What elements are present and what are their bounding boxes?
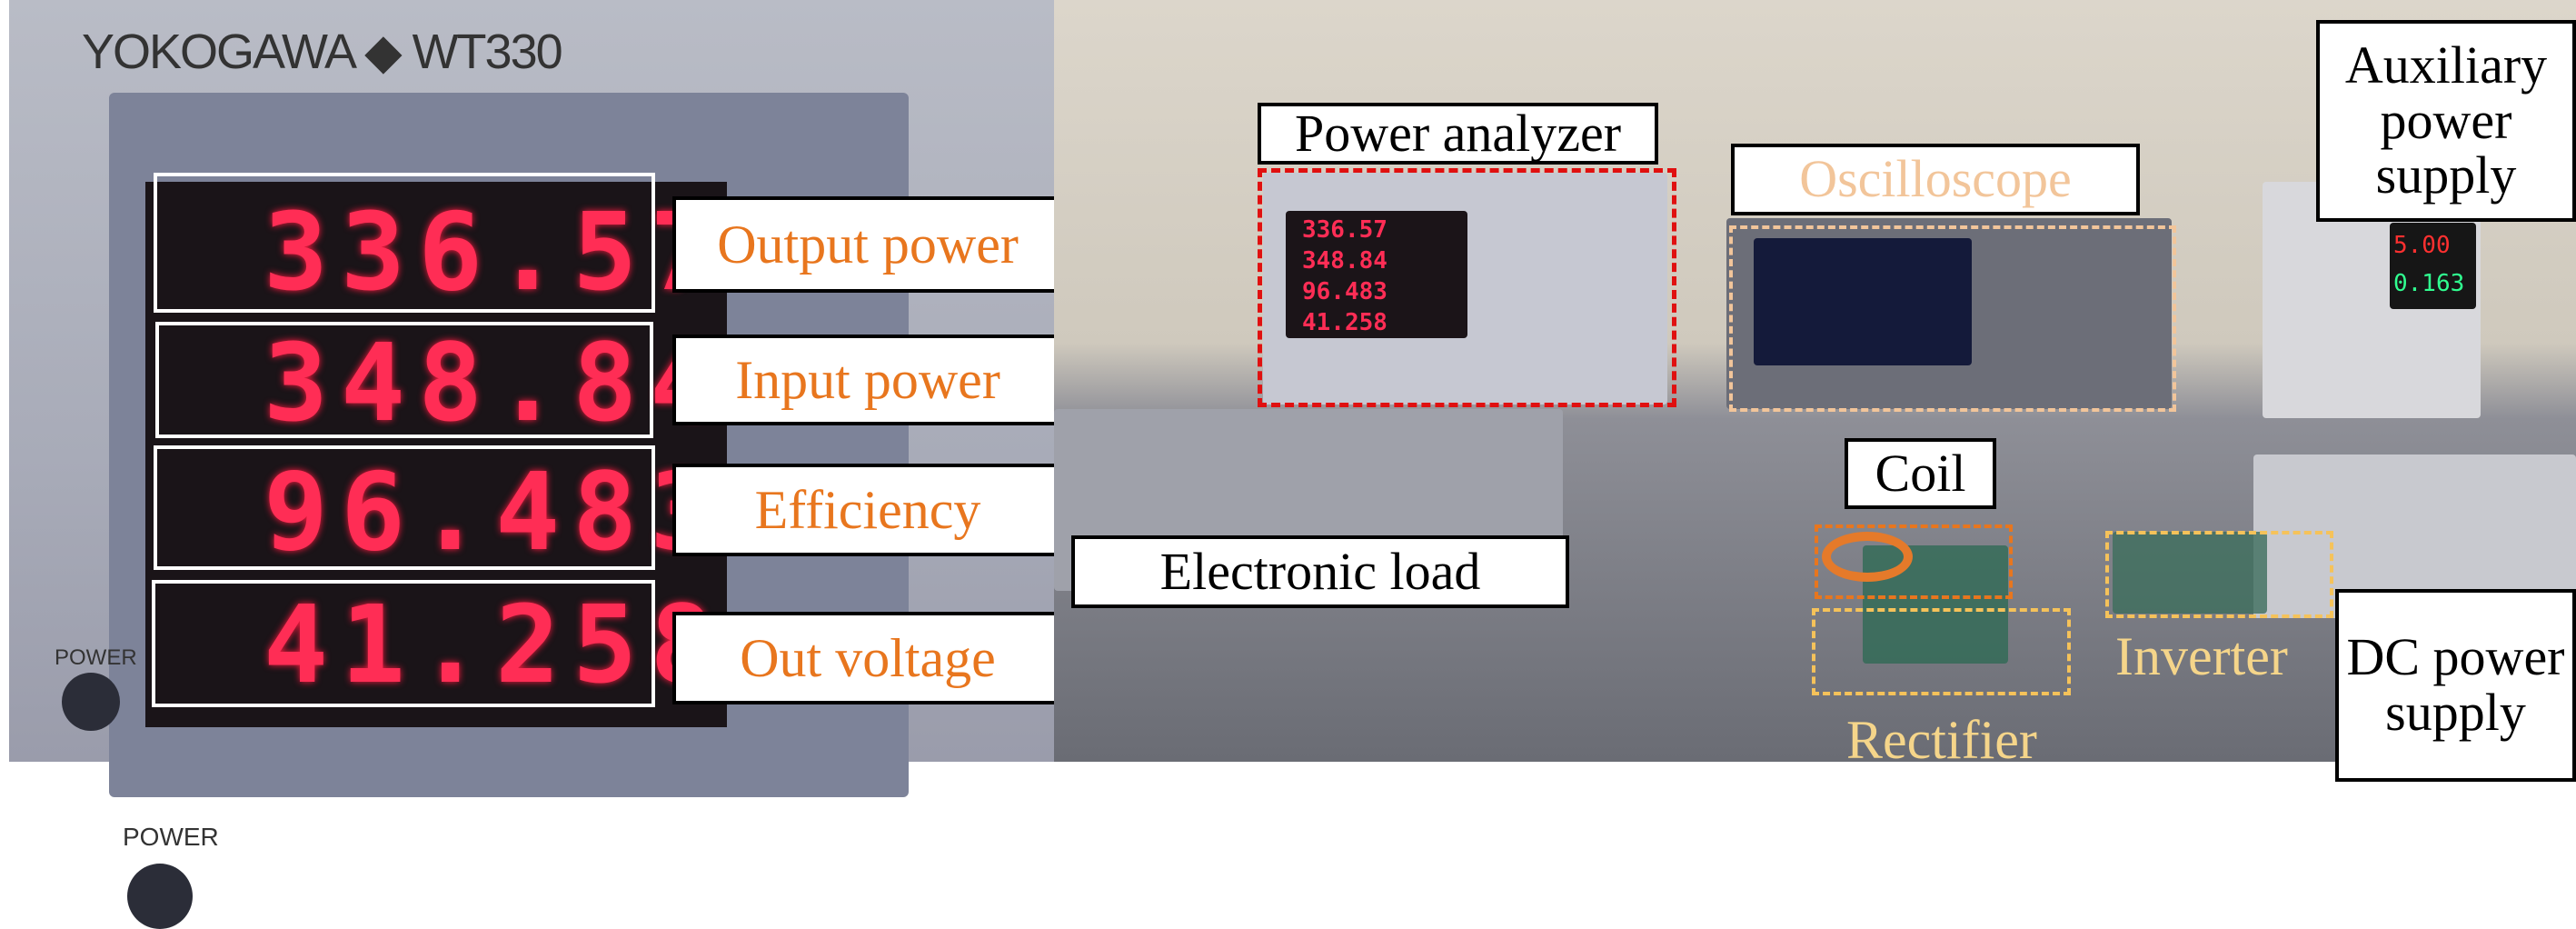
coil [1822, 532, 1913, 582]
meter-brand: YOKOGAWA ◆ WT330 [82, 25, 563, 79]
outline-input-power [155, 322, 653, 438]
label-input-power: Input power [672, 335, 1063, 425]
inverter-highlight [2105, 531, 2333, 618]
label-auxiliary-power-supply: Auxiliary power supply [2316, 20, 2576, 222]
analyzer-reading: 348.84 [1302, 247, 1387, 275]
label-electronic-load: Electronic load [1071, 535, 1569, 608]
analyzer-reading: 96.483 [1302, 278, 1387, 305]
label-out-voltage: Out voltage [672, 612, 1063, 704]
oscilloscope-screen [1754, 238, 1972, 365]
label-power-analyzer: Power analyzer [1258, 103, 1658, 165]
aux-current: 0.163 [2393, 270, 2465, 297]
label-coil: Coil [1845, 438, 1996, 509]
power-label: POWER [123, 823, 219, 851]
power-button [127, 864, 193, 929]
aux-display: 5.00 0.163 [2390, 223, 2476, 309]
reading-out-voltage: 41.258 [264, 582, 728, 707]
meter-display [145, 182, 727, 727]
power-knob [62, 673, 120, 731]
label-oscilloscope: Oscilloscope [1731, 144, 2140, 215]
outline-output-power [154, 173, 655, 313]
label-efficiency: Efficiency [672, 464, 1063, 556]
reading-output-power: 336.57 [264, 189, 728, 315]
reading-input-power: 348.84 [264, 320, 728, 445]
reading-efficiency: 96.483 [264, 449, 728, 574]
power-analyzer-highlight [1258, 168, 1676, 407]
outline-out-voltage [152, 580, 655, 707]
power-meter-closeup-photo: YOKOGAWA ◆ WT330 336.57 348.84 96.483 41… [9, 0, 1054, 929]
oscilloscope-highlight [1729, 225, 2176, 412]
analyzer-reading: 336.57 [1302, 216, 1387, 244]
coil-highlight [1815, 524, 2013, 599]
rectifier-highlight [1812, 608, 2071, 695]
outline-efficiency [154, 445, 655, 570]
analyzer-reading: 41.258 [1302, 309, 1387, 336]
inverter-board [2113, 532, 2267, 614]
label-output-power: Output power [672, 196, 1063, 293]
power-text: POWER [55, 645, 137, 670]
analyzer-display: 336.57 348.84 96.483 41.258 [1286, 211, 1467, 338]
label-rectifier: Rectifier [1846, 710, 2037, 770]
label-dc-power-supply: DC power supply [2335, 589, 2576, 782]
label-inverter: Inverter [2115, 626, 2288, 686]
aux-voltage: 5.00 [2393, 232, 2451, 259]
